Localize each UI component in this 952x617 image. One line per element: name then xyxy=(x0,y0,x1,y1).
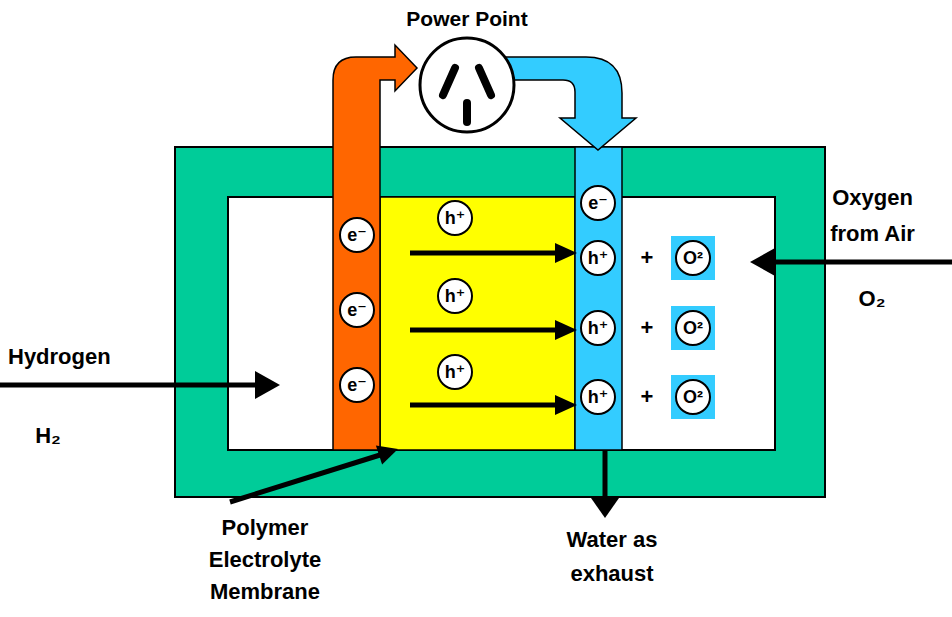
particle-ring xyxy=(340,218,374,252)
cathode-strip xyxy=(575,147,622,450)
particle-symbol: O² xyxy=(683,319,703,337)
particle-circle: h⁺ xyxy=(580,240,616,276)
particle-ring xyxy=(438,201,472,235)
particle-circle: h⁺ xyxy=(437,200,473,236)
plus-sign: + xyxy=(641,384,654,409)
plus-sign: + xyxy=(641,315,654,340)
particle-ring xyxy=(438,355,472,389)
label-box: + xyxy=(632,384,662,410)
particle-symbol: e⁻ xyxy=(347,301,367,319)
particle-symbol: e⁻ xyxy=(347,376,367,394)
particle-ring xyxy=(581,311,615,345)
label-box: Hydrogen xyxy=(8,343,138,371)
particle-symbol: e⁻ xyxy=(347,226,367,244)
gas-chamber xyxy=(228,197,775,450)
particle-circle: O² xyxy=(671,236,715,280)
particle-symbol: e⁻ xyxy=(588,194,608,212)
leader-line xyxy=(230,455,380,502)
label-box: Polymer Electrolyte Membrane xyxy=(200,512,330,608)
socket-face xyxy=(420,38,514,132)
particle-ring xyxy=(581,186,615,220)
particle-ring xyxy=(438,279,472,313)
proton-arrow xyxy=(410,251,558,256)
particle-circle: O² xyxy=(671,375,715,419)
hydrogen-arrow xyxy=(0,383,258,388)
hydrogen-arrowhead xyxy=(255,371,280,399)
proton-arrowhead xyxy=(555,243,577,263)
label-box: + xyxy=(632,245,662,271)
oxygen-arrow xyxy=(772,260,952,265)
water-arrow xyxy=(603,450,608,500)
plus-sign: + xyxy=(641,245,654,270)
particle-ring xyxy=(340,368,374,402)
label-box: H₂ xyxy=(18,422,78,450)
anode-wire xyxy=(333,45,417,450)
particle-circle: e⁻ xyxy=(580,185,616,221)
particle-ring xyxy=(676,241,710,275)
particle-ring xyxy=(581,241,615,275)
reactant-label: Hydrogen xyxy=(8,344,111,369)
particle-symbol: h⁺ xyxy=(588,319,609,337)
label-box: O₂ xyxy=(842,285,902,313)
part-label: Polymer Electrolyte Membrane xyxy=(209,515,322,604)
particle-symbol: h⁺ xyxy=(588,388,609,406)
particle-ring xyxy=(581,380,615,414)
particle-symbol: h⁺ xyxy=(445,363,466,381)
particle-ring xyxy=(340,293,374,327)
label-box: Water as exhaust xyxy=(552,523,672,591)
label-box: + xyxy=(632,315,662,341)
particle-circle: h⁺ xyxy=(437,354,473,390)
socket-slot xyxy=(463,103,471,122)
oxygen-backdrop xyxy=(671,236,715,280)
reactant-label: Oxygen from Air xyxy=(830,185,915,246)
proton-arrow xyxy=(410,403,558,408)
particle-ring xyxy=(676,311,710,345)
particle-symbol: h⁺ xyxy=(588,249,609,267)
particle-circle: e⁻ xyxy=(339,292,375,328)
oxygen-backdrop xyxy=(671,306,715,350)
particle-symbol: h⁺ xyxy=(445,209,466,227)
oxygen-backdrop xyxy=(671,375,715,419)
particle-circle: h⁺ xyxy=(437,278,473,314)
label-box: Oxygen from Air xyxy=(810,180,935,252)
membrane-band xyxy=(380,197,575,450)
socket-symbol xyxy=(417,35,517,135)
oxygen-arrowhead xyxy=(750,248,775,276)
particle-circle: h⁺ xyxy=(580,379,616,415)
leader-arrowhead xyxy=(376,446,398,465)
particle-symbol: O² xyxy=(683,388,703,406)
cathode-wire xyxy=(500,57,636,150)
proton-arrowhead xyxy=(555,395,577,415)
socket-slot xyxy=(443,68,455,95)
particle-circle: e⁻ xyxy=(339,217,375,253)
particle-symbol: h⁺ xyxy=(445,287,466,305)
power-point: Power Point xyxy=(404,6,530,135)
particle-circle: e⁻ xyxy=(339,367,375,403)
socket-slot xyxy=(479,68,491,95)
particle-symbol: O² xyxy=(683,249,703,267)
particle-ring xyxy=(676,380,710,414)
proton-arrowhead xyxy=(555,320,577,340)
formula-label: H₂ xyxy=(35,423,61,448)
product-label: Water as exhaust xyxy=(567,527,658,586)
node-title: Power Point xyxy=(406,6,527,31)
formula-label: O₂ xyxy=(859,286,886,311)
proton-arrow xyxy=(410,328,558,333)
particle-circle: O² xyxy=(671,306,715,350)
cell-housing xyxy=(175,147,825,497)
water-arrowhead xyxy=(591,498,619,518)
particle-circle: h⁺ xyxy=(580,310,616,346)
